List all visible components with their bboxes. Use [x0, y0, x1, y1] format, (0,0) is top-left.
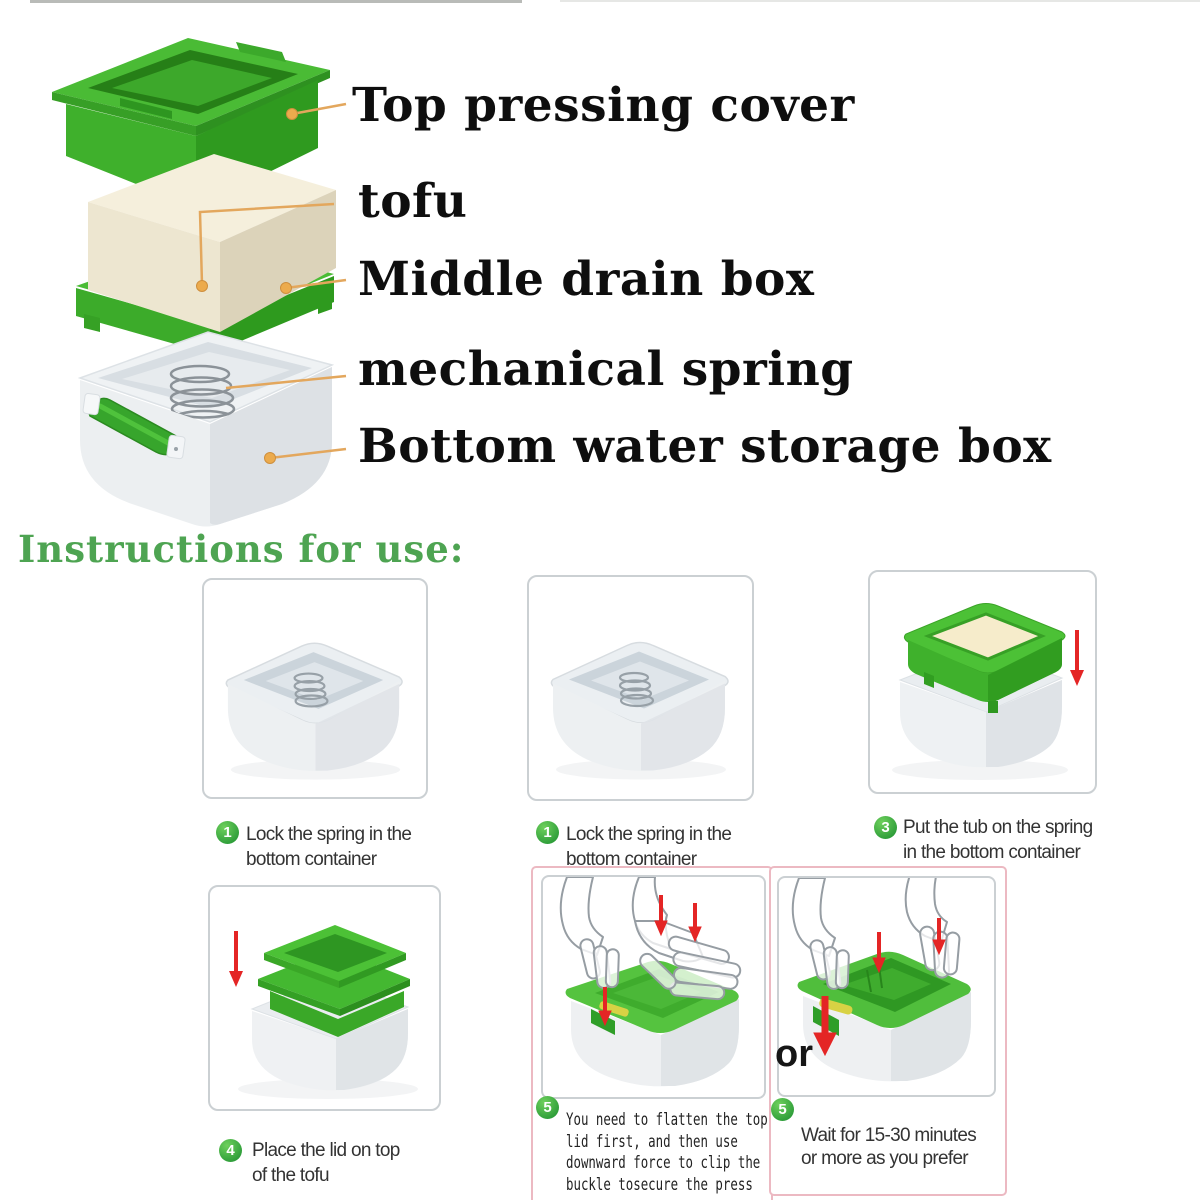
- lid-on-tofu-illustration: [229, 925, 418, 1099]
- hand-icon: [904, 878, 961, 979]
- spring-art: [618, 671, 655, 708]
- green-buckle: [591, 1009, 615, 1035]
- step-number-badge: 1: [216, 821, 239, 844]
- step-caption: Put the tub on the spring in the bottom …: [903, 817, 1093, 863]
- leader-dots: [196, 108, 298, 464]
- step1-panel: [202, 578, 428, 799]
- tub-with-spring-illustration: [225, 642, 403, 780]
- down-arrow-icon: [229, 931, 243, 987]
- step4-panel: [208, 885, 441, 1111]
- top-border-line-light: [560, 0, 1200, 2]
- hand-icon: [631, 877, 742, 1001]
- hand-icon: [559, 877, 620, 989]
- spring-art: [169, 364, 238, 431]
- step-number-badge: 5: [771, 1098, 794, 1121]
- tub-with-spring-illustration: [550, 641, 729, 780]
- step-number-badge: 3: [874, 816, 897, 839]
- hand-icon: [791, 878, 850, 990]
- step-caption: You need to flatten the top lid first, a…: [566, 1110, 768, 1195]
- step5a-panel: [541, 875, 766, 1099]
- tub-on-spring-illustration: [892, 603, 1084, 780]
- step2-panel: [527, 575, 754, 801]
- step-number-badge: 4: [219, 1139, 242, 1162]
- hands-pressing-lid-illustration: [559, 877, 742, 1087]
- green-tub-with-tofu-art: [903, 603, 1066, 713]
- label-top-pressing-cover: Top pressing cover: [352, 78, 855, 133]
- or-label: or: [775, 1033, 813, 1075]
- step-caption: Lock the spring in the bottom container: [246, 824, 412, 870]
- label-bottom-water-storage-box: Bottom water storage box: [358, 419, 1052, 474]
- label-tofu: tofu: [358, 174, 468, 229]
- step-caption: Place the lid on top of the tofu: [252, 1140, 400, 1186]
- step3-panel: [868, 570, 1097, 794]
- step-number-badge: 5: [536, 1096, 559, 1119]
- top-border-line: [30, 0, 522, 3]
- bottom-storage-box-art: [77, 331, 335, 527]
- step-number-badge: 1: [536, 821, 559, 844]
- spring-art: [293, 672, 329, 708]
- down-arrow-icon: [1070, 630, 1084, 686]
- tofu-block-art: [88, 154, 336, 332]
- label-mechanical-spring: mechanical spring: [358, 342, 854, 397]
- step5b-panel: [777, 876, 996, 1097]
- leader-lines: [198, 102, 347, 460]
- label-middle-drain-box: Middle drain box: [358, 252, 815, 307]
- exploded-view-illustration: [52, 38, 347, 527]
- instructions-heading: Instructions for use:: [18, 527, 465, 571]
- handle-art: [82, 393, 186, 460]
- down-arrow-icon: [813, 918, 946, 1057]
- step-caption: Lock the spring in the bottom container: [566, 824, 732, 870]
- step-caption: Wait for 15-30 minutes or more as you pr…: [801, 1125, 977, 1169]
- hands-pressing-open-box-illustration: [791, 878, 971, 1082]
- down-arrow-icon: [598, 895, 702, 1027]
- stacked-green-lid-art: [258, 925, 410, 1037]
